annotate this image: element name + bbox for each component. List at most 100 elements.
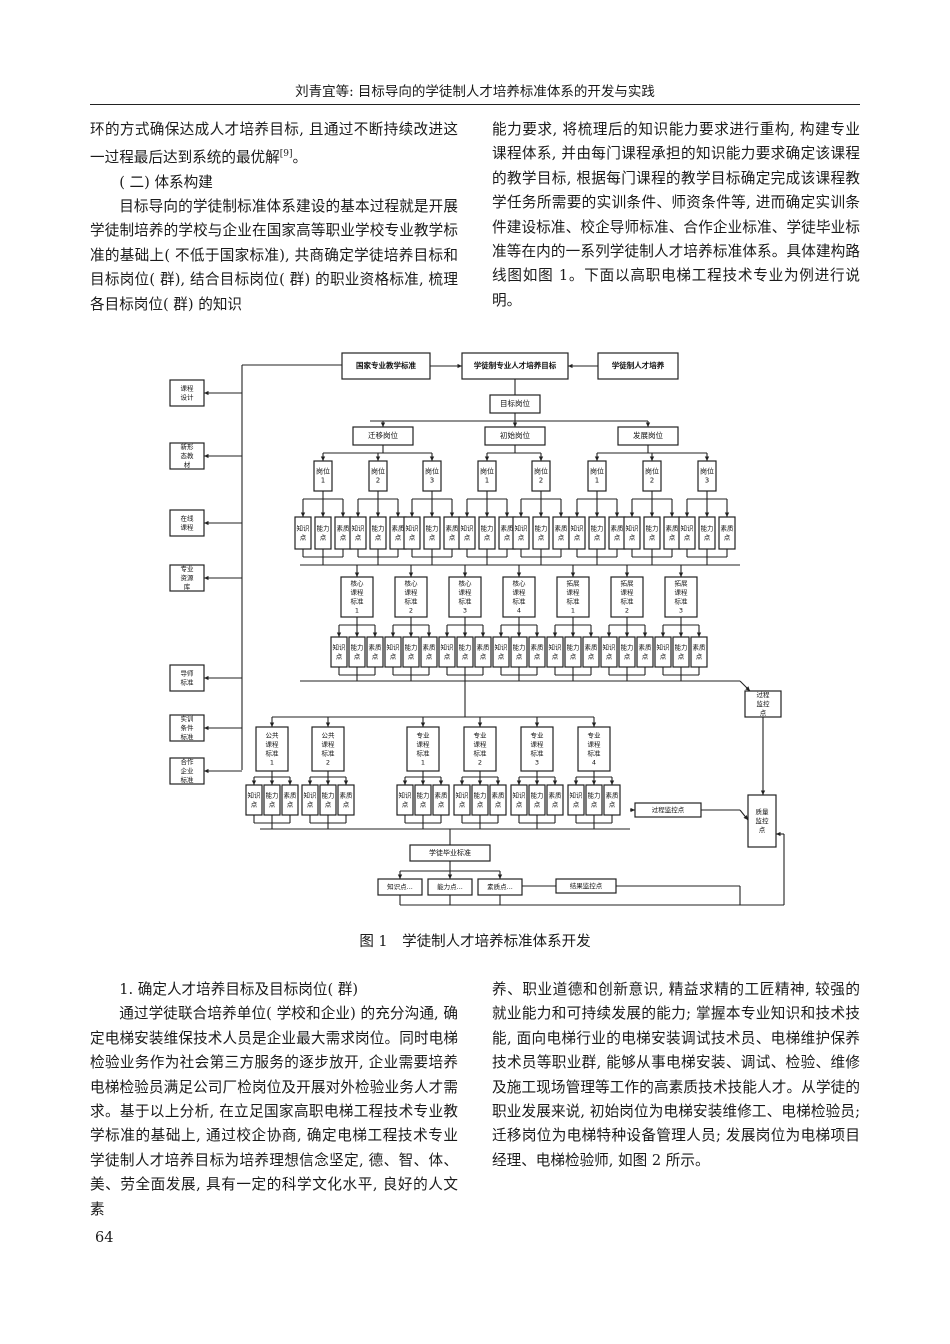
text-left-item: 课程 (181, 384, 195, 393)
arrow-head (204, 390, 209, 396)
text-left-item: 新形 (181, 442, 195, 451)
box-left-item (169, 379, 205, 407)
text-core-course: 3 (463, 607, 467, 615)
subsection-heading: 1. 确定人才培养目标及目标岗位( 群) (119, 981, 359, 998)
text-core-course: 标准 (405, 597, 419, 606)
text-point: 能力 (459, 643, 472, 652)
text-left-item: 实训 (181, 714, 194, 723)
paragraph-text: 环的方式确保达成人才培养目标, 且通过不断持续改进这一过程最后达到系统的最优解 (90, 121, 458, 167)
text-point: 点 (449, 534, 456, 542)
text-point: 能力 (567, 643, 580, 652)
text-point: 素质 (501, 524, 515, 533)
arrow-head (287, 780, 293, 785)
text-point: 点 (426, 653, 433, 661)
arrow-head (375, 512, 381, 517)
text-point: 知识 (304, 791, 318, 800)
text-point: 知识 (513, 791, 527, 800)
text-point: 点 (354, 653, 361, 661)
text-course: 公共 (322, 731, 336, 740)
text-point: 能力 (474, 791, 487, 800)
arrow-head (204, 675, 209, 681)
arrow-head (669, 512, 675, 517)
text-point: 点 (409, 534, 416, 542)
text-point: 点 (642, 653, 649, 661)
arrow-head (558, 512, 564, 517)
text-final-point: 素质点... (487, 882, 513, 891)
text-course: 2 (326, 759, 330, 767)
text-point: 能力 (322, 791, 335, 800)
text-point: 能力 (646, 524, 659, 533)
text-point: 能力 (701, 524, 714, 533)
text-point: 能力 (372, 524, 385, 533)
text-point: 知识 (570, 791, 584, 800)
text-point: 素质 (693, 643, 707, 652)
text-point: 点 (558, 534, 565, 542)
text-left-item: 设计 (181, 393, 195, 402)
arrow-head (429, 456, 435, 461)
text-point: 点 (570, 653, 577, 661)
text-post: 2 (539, 477, 543, 485)
box-course (311, 726, 345, 772)
text-point: 点 (606, 653, 613, 661)
text-core-course: 拓展 (567, 579, 581, 588)
box-left-item (169, 509, 205, 537)
arrow-head (649, 456, 655, 461)
text-point: 点 (495, 801, 502, 809)
text-process-monitor-2: 过程监控点 (652, 805, 685, 814)
arrow-head (251, 780, 257, 785)
arrow-head (484, 512, 490, 517)
arrow-head (745, 686, 750, 691)
text-point: 能力 (351, 643, 364, 652)
text-core-course: 课程 (567, 588, 581, 597)
text-course: 公共 (266, 731, 280, 740)
arrow-head (684, 512, 690, 517)
text-point: 能力 (405, 643, 418, 652)
arrow-head (444, 632, 450, 637)
text-core-course: 课程 (675, 588, 689, 597)
text-point: 素质 (392, 524, 406, 533)
arrow-head (678, 572, 684, 577)
arrow-head (696, 632, 702, 637)
box-left-item (169, 757, 205, 785)
text-apprentice-training: 学徒制人才培养 (612, 360, 665, 370)
arrow-head (354, 632, 360, 637)
text-left-item: 库 (184, 582, 191, 591)
arrow-head (204, 520, 209, 526)
text-point: 素质 (435, 791, 449, 800)
text-point: 点 (588, 653, 595, 661)
text-point: 能力 (535, 524, 548, 533)
text-point: 点 (325, 801, 332, 809)
arrow-head (594, 456, 600, 461)
box-left-item (169, 664, 205, 692)
text-point: 点 (594, 534, 601, 542)
text-core-course: 课程 (459, 588, 473, 597)
arrow-head (426, 632, 432, 637)
figure-caption: 图 1 学徒制人才培养标准体系开发 (359, 934, 591, 950)
text-point: 点 (552, 801, 559, 809)
text-point: 能力 (531, 791, 544, 800)
text-point: 点 (438, 801, 445, 809)
arrow-head (420, 722, 426, 727)
text-point: 能力 (513, 643, 526, 652)
box-course (520, 726, 554, 772)
text-point: 点 (669, 534, 676, 542)
box-core-course (664, 576, 698, 618)
arrow-head (534, 632, 540, 637)
text-core-course: 标准 (459, 597, 473, 606)
text-point: 点 (395, 534, 402, 542)
text-core-course: 标准 (567, 597, 581, 606)
text-point: 点 (420, 801, 427, 809)
arrow-head (630, 807, 635, 813)
text-point: 点 (390, 653, 397, 661)
text-post: 2 (376, 477, 380, 485)
text-point: 点 (609, 801, 616, 809)
text-point: 点 (516, 653, 523, 661)
text-point: 点 (464, 534, 471, 542)
arrow-head (449, 512, 455, 517)
arrow-head (325, 722, 331, 727)
text-graduation-standard: 学徒毕业标准 (429, 848, 471, 857)
text-point: 能力 (417, 791, 430, 800)
text-point: 素质 (549, 791, 563, 800)
text-course: 专业 (474, 731, 488, 740)
text-core-course: 课程 (351, 588, 365, 597)
